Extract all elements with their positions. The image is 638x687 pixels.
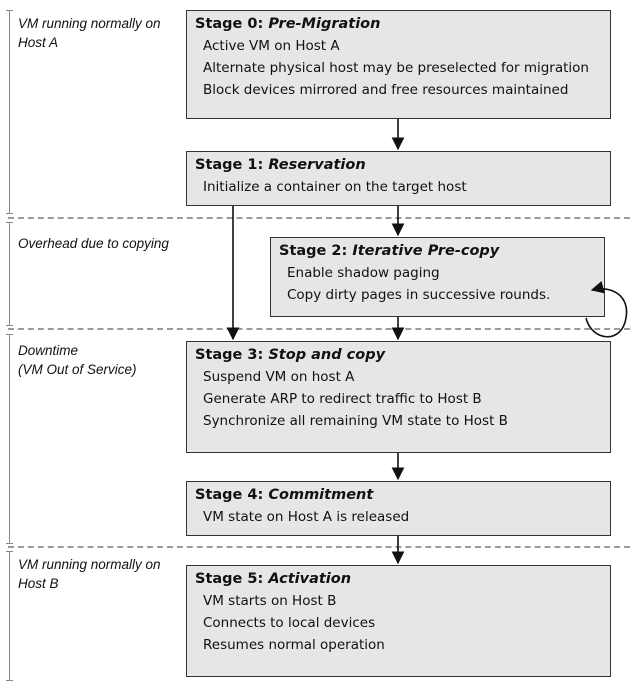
- stage-step: Resumes normal operation: [203, 637, 385, 653]
- stage-title: Stage 4: Commitment: [195, 484, 602, 506]
- stage-title-name: Activation: [268, 571, 352, 587]
- phase-bracket-host-b: [6, 551, 13, 681]
- phase-label-downtime: Downtime (VM Out of Service): [18, 343, 137, 377]
- stage-step: VM starts on Host B: [203, 593, 337, 609]
- stage-title: Stage 1: Reservation: [195, 154, 602, 176]
- phase-label-host-a: VM running normally on Host A: [18, 16, 161, 50]
- phase-bracket-downtime: [6, 334, 13, 544]
- stage-0-box: Stage 0: Pre-Migration Active VM on Host…: [186, 10, 611, 119]
- stage-title: Stage 3: Stop and copy: [195, 344, 602, 366]
- stage-2-box: Stage 2: Iterative Pre-copy Enable shado…: [270, 237, 605, 317]
- stage-title-name: Pre-Migration: [268, 16, 381, 32]
- stage-4-box: Stage 4: Commitment VM state on Host A i…: [186, 481, 611, 536]
- phase-divider: [8, 328, 630, 330]
- stage-step: Alternate physical host may be preselect…: [203, 60, 589, 76]
- stage-step: Copy dirty pages in successive rounds.: [287, 287, 551, 303]
- stage-title-name: Iterative Pre-copy: [352, 243, 500, 259]
- phase-bracket-overhead: [6, 222, 13, 326]
- stage-title-prefix: Stage 4:: [195, 487, 269, 503]
- phase-label-host-b: VM running normally on Host B: [18, 557, 161, 591]
- stage-title-prefix: Stage 2:: [279, 243, 353, 259]
- phase-divider: [8, 546, 630, 548]
- stage-title-prefix: Stage 0:: [195, 16, 269, 32]
- phase-label-overhead: Overhead due to copying: [18, 236, 169, 251]
- stage-step: Enable shadow paging: [287, 265, 440, 281]
- stage-title-name: Reservation: [268, 157, 366, 173]
- stage-title: Stage 0: Pre-Migration: [195, 13, 602, 35]
- stage-step: Synchronize all remaining VM state to Ho…: [203, 413, 508, 429]
- stage-3-box: Stage 3: Stop and copy Suspend VM on hos…: [186, 341, 611, 453]
- stage-title-name: Stop and copy: [268, 347, 386, 363]
- stage-step: Initialize a container on the target hos…: [203, 179, 467, 195]
- stage-5-box: Stage 5: Activation VM starts on Host B …: [186, 565, 611, 677]
- phase-divider: [8, 217, 630, 219]
- stage-title: Stage 5: Activation: [195, 568, 602, 590]
- stage-step: Generate ARP to redirect traffic to Host…: [203, 391, 482, 407]
- stage-step: Block devices mirrored and free resource…: [203, 82, 569, 98]
- stage-title-prefix: Stage 5:: [195, 571, 269, 587]
- stage-step: Connects to local devices: [203, 615, 376, 631]
- stage-step: VM state on Host A is released: [203, 509, 410, 525]
- stage-1-box: Stage 1: Reservation Initialize a contai…: [186, 151, 611, 206]
- stage-step: Suspend VM on host A: [203, 369, 355, 385]
- stage-title-prefix: Stage 3:: [195, 347, 269, 363]
- stage-title: Stage 2: Iterative Pre-copy: [279, 240, 596, 262]
- stage-title-name: Commitment: [268, 487, 374, 503]
- stage-step: Active VM on Host A: [203, 38, 340, 54]
- stage-title-prefix: Stage 1:: [195, 157, 269, 173]
- phase-bracket-host-a: [6, 10, 13, 214]
